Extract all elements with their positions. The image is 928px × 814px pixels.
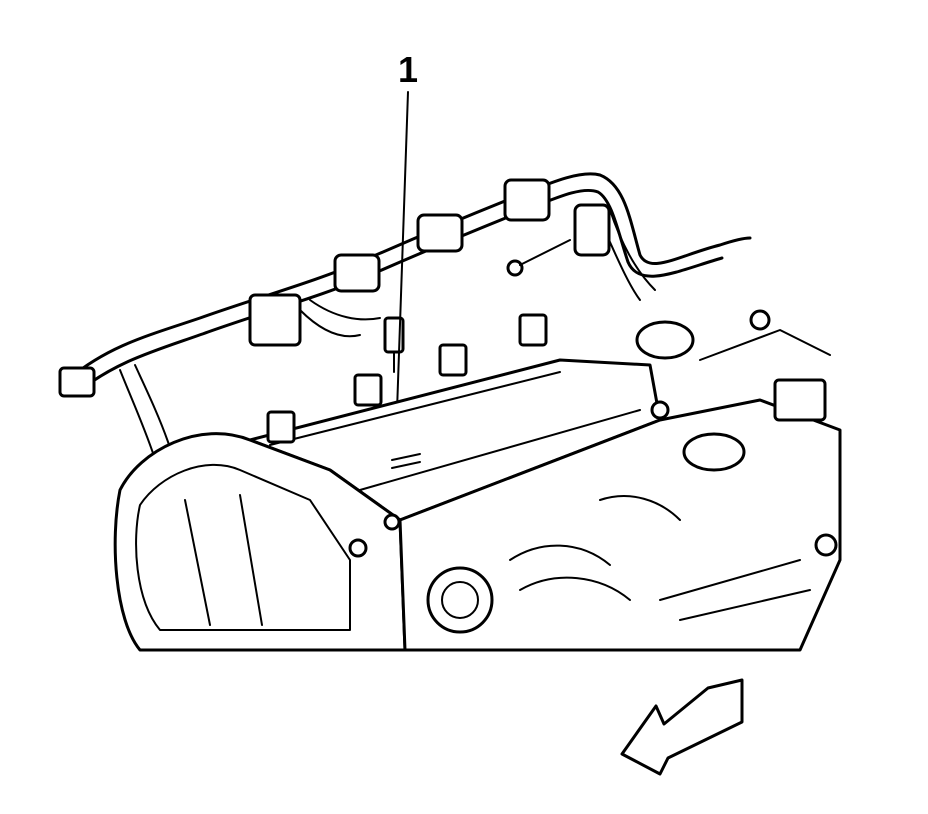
wiring-harness — [58, 172, 752, 521]
engine-right-assembly — [398, 309, 842, 652]
callout-label-1: 1 — [398, 49, 419, 90]
camshaft-cover — [248, 313, 662, 522]
direction-arrow-icon — [620, 678, 744, 776]
callout-leader-line — [395, 91, 409, 441]
